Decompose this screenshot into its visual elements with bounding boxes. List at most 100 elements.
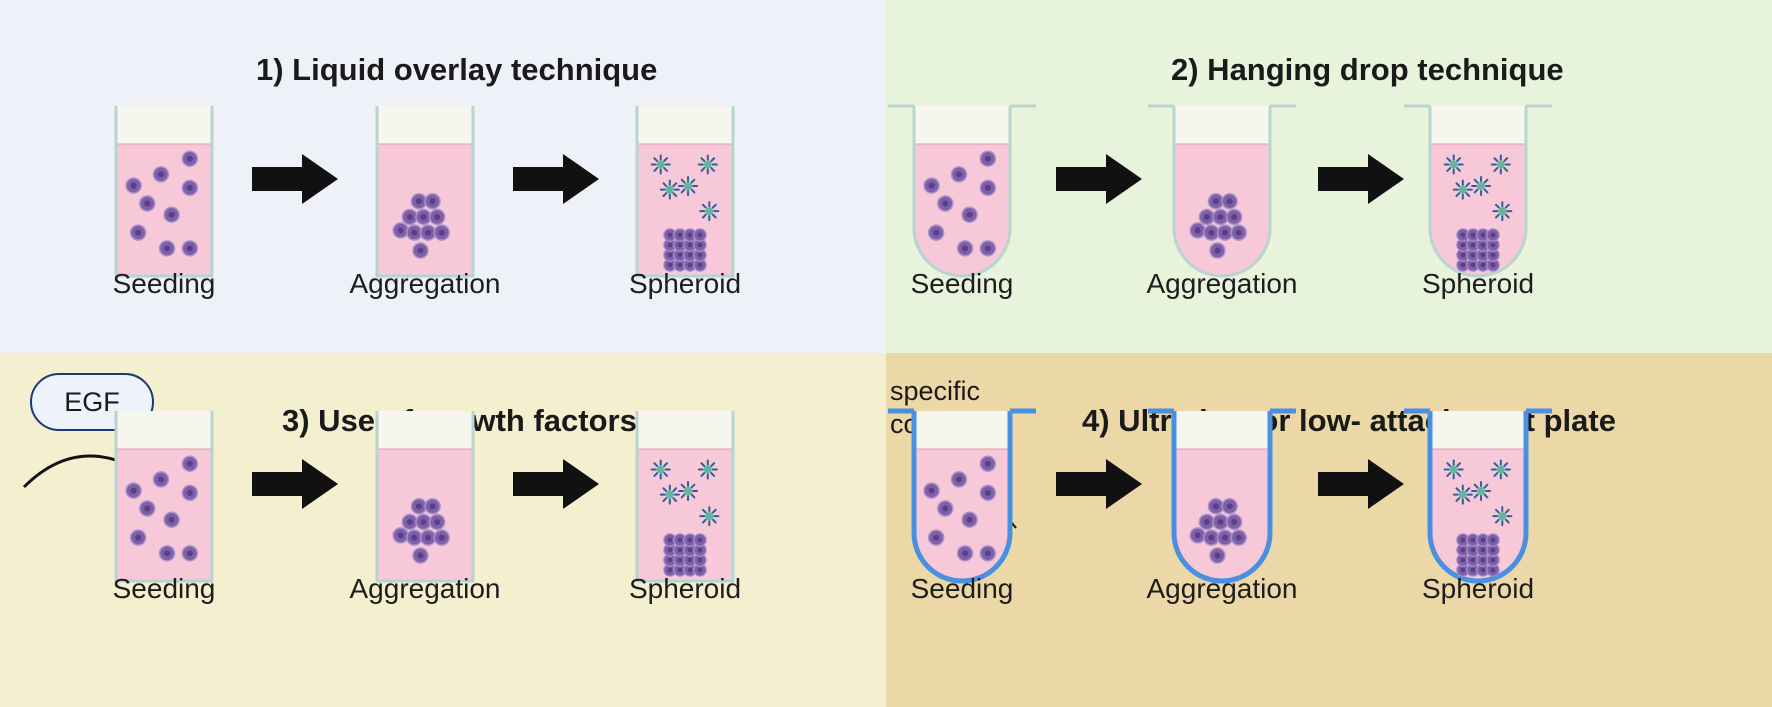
- spheroid-icon: [1456, 228, 1500, 272]
- cell-icon: [1221, 498, 1238, 515]
- right-arrow-icon: [252, 459, 338, 509]
- cell-icon: [1189, 527, 1206, 544]
- cell-icon: [406, 224, 423, 241]
- cell-icon: [401, 208, 419, 226]
- signal-cell-icon: [1443, 459, 1464, 480]
- signal-cell-icon: [1452, 484, 1473, 505]
- cell-icon: [1207, 193, 1225, 210]
- cell-icon: [927, 529, 945, 546]
- signal-cell-icon: [1471, 481, 1492, 502]
- cell-icon: [129, 529, 147, 546]
- spheroid-icon: [663, 533, 707, 577]
- step-label: Seeding: [910, 573, 1014, 604]
- cell-icon: [956, 545, 974, 562]
- cell-icon: [428, 208, 446, 226]
- cell-icon: [181, 545, 199, 562]
- step-label: Aggregation: [1146, 573, 1298, 604]
- signal-cell-icon: [659, 179, 680, 200]
- cell-icon: [979, 179, 997, 197]
- cell-icon: [1225, 513, 1243, 531]
- cell-icon: [1203, 529, 1220, 546]
- cell-icon: [979, 150, 997, 167]
- cell-icon: [950, 471, 968, 488]
- cell-icon: [1221, 193, 1238, 210]
- right-arrow-icon: [252, 154, 338, 204]
- cell-icon: [1216, 224, 1234, 241]
- cell-icon: [125, 177, 142, 194]
- step-label: Aggregation: [1146, 268, 1298, 299]
- well-seeding: [114, 411, 214, 583]
- step-label: Aggregation: [349, 268, 501, 299]
- cell-icon: [428, 513, 446, 531]
- cell-icon: [412, 547, 429, 564]
- cell-icon: [181, 179, 199, 197]
- cell-icon: [163, 206, 180, 223]
- cell-icon: [152, 471, 170, 488]
- right-arrow-icon: [513, 154, 599, 204]
- cell-icon: [424, 498, 441, 515]
- signal-cell-icon: [699, 506, 720, 527]
- cell-icon: [401, 513, 419, 531]
- signal-cell-icon: [1490, 459, 1511, 480]
- spheroid-icon: [663, 228, 707, 272]
- cell-icon: [979, 455, 997, 472]
- cell-icon: [392, 222, 409, 239]
- panel-title: 1) Liquid overlay technique: [256, 52, 658, 87]
- cell-icon: [1212, 208, 1229, 226]
- well-spheroid: [1404, 408, 1552, 584]
- cell-icon: [433, 224, 450, 241]
- signal-cell-icon: [650, 154, 671, 175]
- cell-icon: [415, 513, 432, 531]
- well-seeding: [888, 104, 1036, 278]
- cell-icon: [419, 224, 437, 241]
- cell-icon: [937, 195, 954, 212]
- signal-cell-icon: [1492, 506, 1513, 527]
- cell-icon: [181, 484, 199, 502]
- step-label: Spheroid: [628, 573, 742, 604]
- signal-cell-icon: [678, 176, 699, 197]
- cell-icon: [979, 240, 997, 257]
- cell-icon: [937, 500, 954, 517]
- well-seeding: [888, 408, 1036, 584]
- cell-icon: [424, 193, 441, 210]
- cell-icon: [392, 527, 409, 544]
- step-label: Spheroid: [1421, 268, 1535, 299]
- signal-cell-icon: [697, 154, 718, 175]
- step-label: Spheroid: [628, 268, 742, 299]
- signal-cell-icon: [1490, 154, 1511, 175]
- cell-icon: [158, 545, 176, 562]
- cell-icon: [139, 500, 156, 517]
- cell-icon: [1189, 222, 1206, 239]
- right-arrow-icon: [1056, 154, 1142, 204]
- well-spheroid: [1404, 104, 1552, 278]
- cell-icon: [1209, 547, 1226, 564]
- cell-icon: [139, 195, 156, 212]
- cell-icon: [927, 224, 945, 241]
- cell-icon: [1216, 529, 1234, 546]
- step-label: Seeding: [112, 268, 216, 299]
- step-label: Spheroid: [1421, 573, 1535, 604]
- well-aggregation: [375, 411, 475, 583]
- signal-cell-icon: [697, 459, 718, 480]
- cell-icon: [979, 545, 997, 562]
- well-spheroid: [635, 106, 735, 278]
- cell-icon: [1207, 498, 1225, 515]
- cell-icon: [979, 484, 997, 502]
- cell-icon: [1230, 224, 1247, 241]
- signal-cell-icon: [1492, 201, 1513, 222]
- right-arrow-icon: [513, 459, 599, 509]
- cell-icon: [415, 208, 432, 226]
- right-arrow-icon: [1318, 459, 1404, 509]
- cell-icon: [419, 529, 437, 546]
- cell-icon: [950, 166, 968, 183]
- spheroid-icon: [1456, 533, 1500, 577]
- step-label: Seeding: [910, 268, 1014, 299]
- egf-label: EGF: [30, 373, 154, 431]
- signal-cell-icon: [1452, 179, 1473, 200]
- cell-icon: [1209, 242, 1226, 259]
- well-aggregation: [1148, 408, 1296, 584]
- cell-icon: [1198, 513, 1216, 531]
- cell-icon: [923, 177, 940, 194]
- cell-icon: [158, 240, 176, 257]
